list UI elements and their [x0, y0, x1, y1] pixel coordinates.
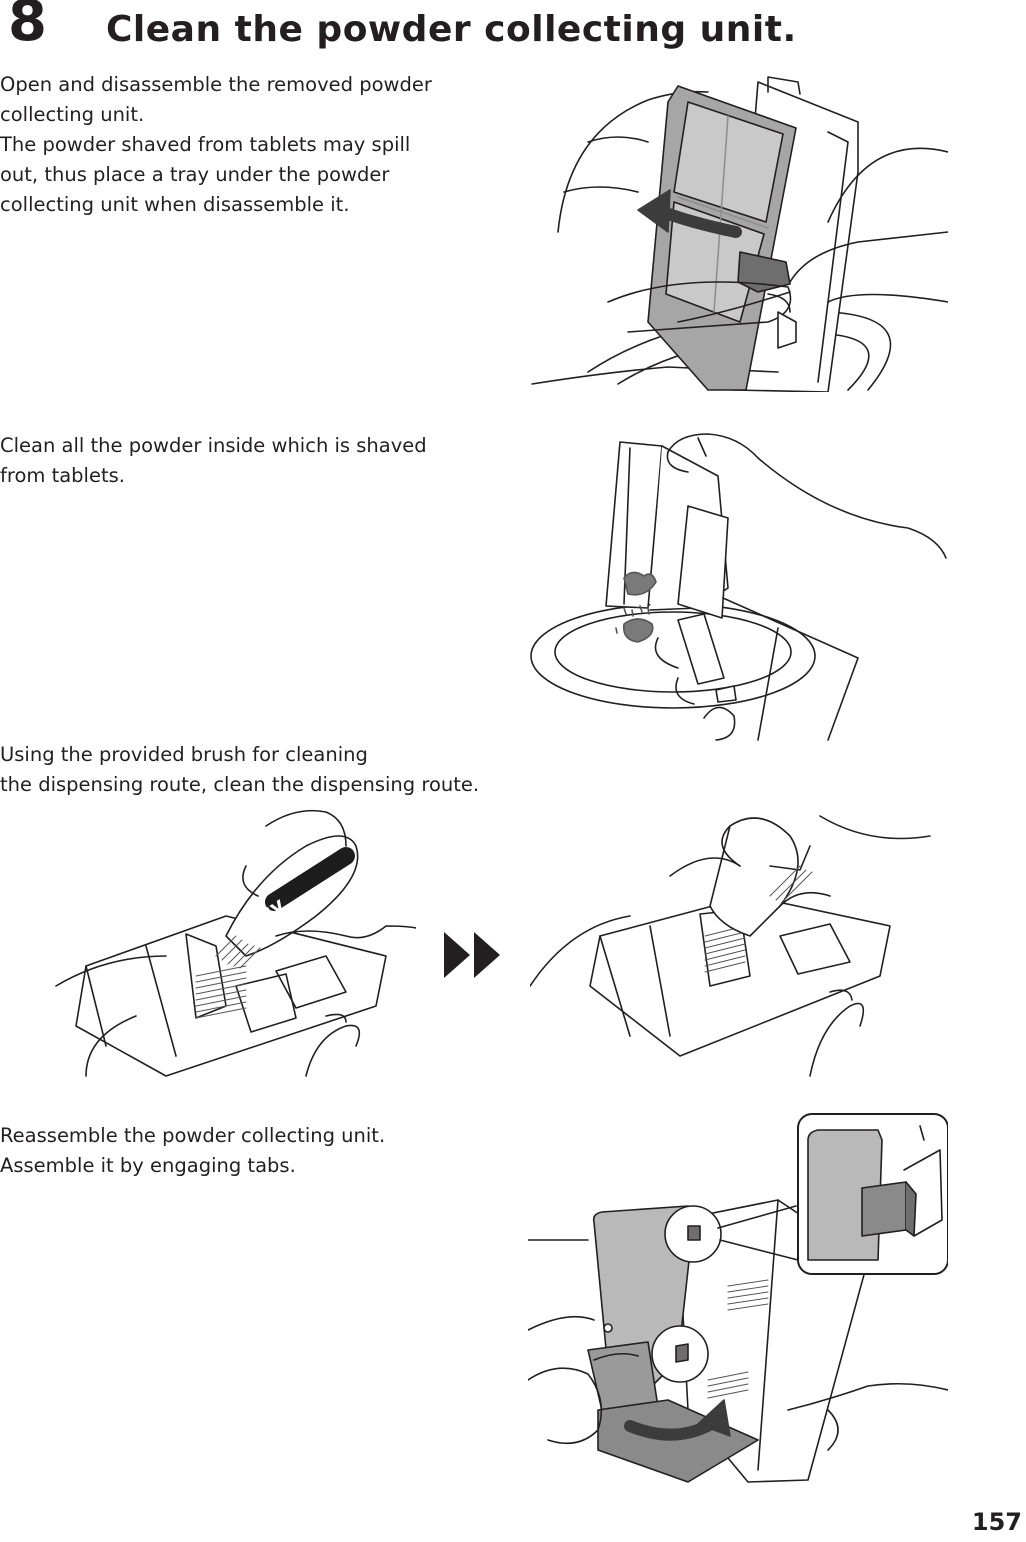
instruction-open-disassemble: Open and disassemble the removed powder …: [0, 70, 432, 220]
instruction-brush-route: Using the provided brush for cleaning th…: [0, 740, 479, 800]
page-number: 157: [971, 1508, 1022, 1536]
page-title: Clean the powder collecting unit.: [106, 9, 797, 50]
text-line: collecting unit when disassemble it.: [0, 193, 350, 216]
illustration-open-unit: [528, 72, 948, 392]
instruction-clean-powder: Clean all the powder inside which is sha…: [0, 431, 427, 491]
illustration-empty-powder: [528, 428, 948, 743]
text-line: out, thus place a tray under the powder: [0, 163, 390, 186]
illustration-reassemble: [528, 1110, 948, 1495]
text-line: Using the provided brush for cleaning: [0, 743, 368, 766]
illustration-brushing-right: [530, 806, 940, 1082]
step-number: 8: [8, 0, 47, 54]
text-line: from tablets.: [0, 464, 125, 487]
illustration-brushing-left: yuya: [46, 806, 416, 1082]
text-line: The powder shaved from tablets may spill: [0, 133, 411, 156]
instruction-reassemble: Reassemble the powder collecting unit. A…: [0, 1121, 385, 1181]
text-line: the dispensing route, clean the dispensi…: [0, 773, 480, 796]
text-line: Clean all the powder inside which is sha…: [0, 434, 427, 457]
text-line: collecting unit.: [0, 103, 145, 126]
text-line: Reassemble the powder collecting unit.: [0, 1124, 386, 1147]
text-line: Assemble it by engaging tabs.: [0, 1154, 296, 1177]
next-step-arrows-icon: [442, 930, 504, 980]
text-line: Open and disassemble the removed powder: [0, 73, 432, 96]
